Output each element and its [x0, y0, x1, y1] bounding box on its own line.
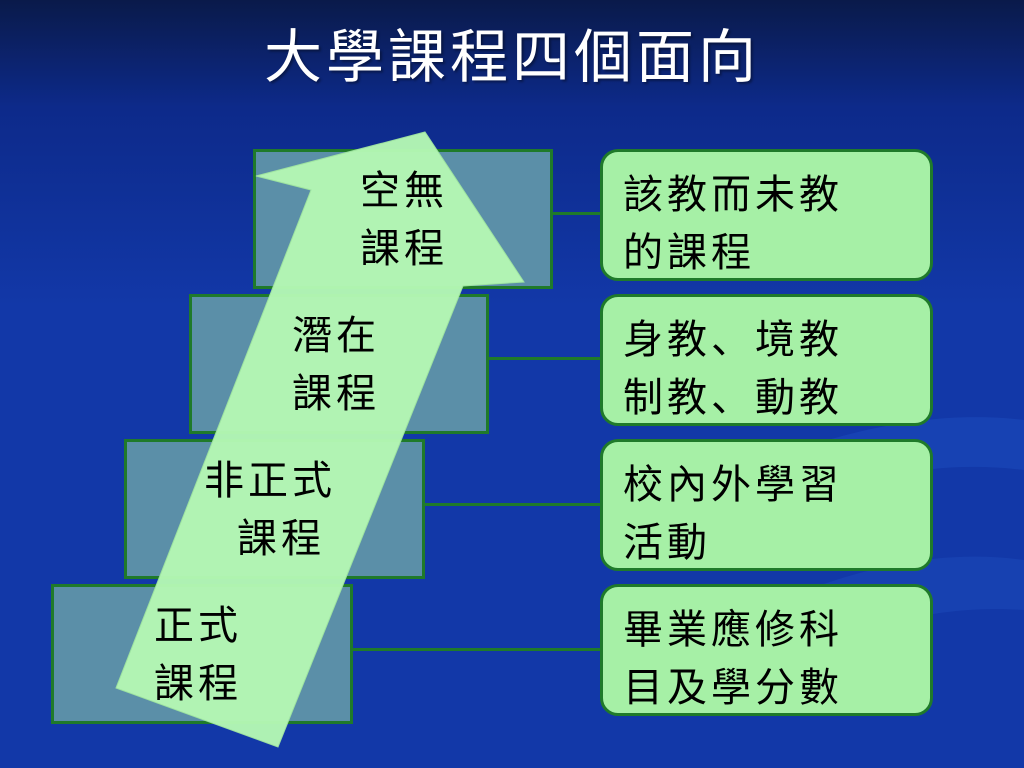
desc-line: 校內外學習 — [623, 462, 843, 508]
desc-line: 該教而未教 — [623, 172, 843, 218]
layer-label-line: 非正式 — [204, 458, 336, 504]
layer-label-line: 課程 — [237, 516, 325, 562]
connector-null — [553, 212, 600, 215]
desc-line: 活動 — [623, 520, 711, 566]
desc-line: 的課程 — [623, 230, 755, 276]
layer-label-line: 課程 — [154, 661, 242, 707]
layer-label-null: 空無 課程 — [360, 162, 448, 278]
layer-label-hidden: 潛在 課程 — [292, 307, 380, 423]
desc-hidden-curriculum: 身教、境教 制教、動教 — [600, 294, 933, 426]
layer-label-line: 課程 — [292, 371, 380, 417]
layer-label-line: 正式 — [154, 603, 242, 649]
layer-label-formal: 正式 課程 — [154, 597, 242, 713]
desc-formal-curriculum: 畢業應修科 目及學分數 — [600, 584, 933, 716]
desc-line: 目及學分數 — [623, 665, 843, 711]
desc-line: 身教、境教 — [623, 317, 843, 363]
desc-null-curriculum: 該教而未教 的課程 — [600, 149, 933, 281]
layer-label-informal: 非正式 課程 — [204, 452, 336, 568]
slide-title: 大學課程四個面向 — [263, 23, 760, 91]
connector-hidden — [489, 357, 600, 360]
connector-informal — [425, 503, 600, 506]
desc-line: 畢業應修科 — [623, 607, 843, 653]
layer-label-line: 空無 — [360, 168, 448, 214]
desc-line: 制教、動教 — [623, 375, 843, 421]
desc-informal-curriculum: 校內外學習 活動 — [600, 439, 933, 571]
connector-formal — [353, 648, 600, 651]
layer-label-line: 課程 — [360, 226, 448, 272]
layer-label-line: 潛在 — [292, 313, 380, 359]
